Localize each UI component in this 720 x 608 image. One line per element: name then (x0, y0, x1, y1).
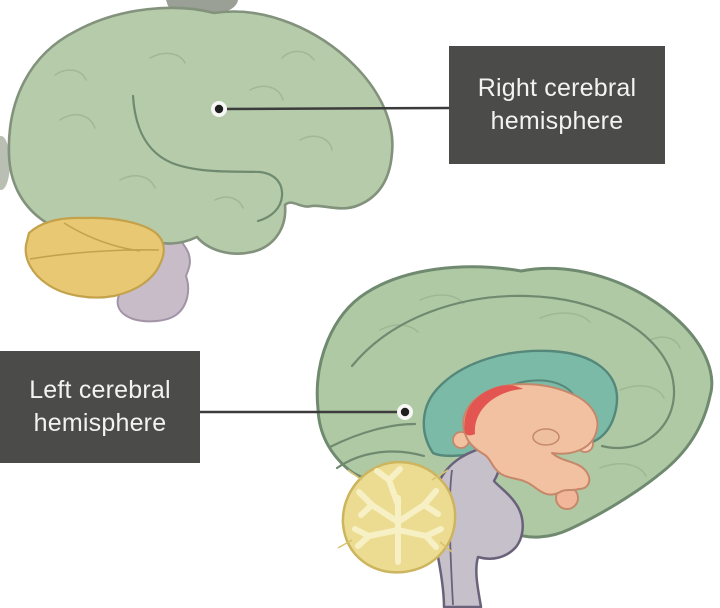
tentorium-line (335, 450, 426, 470)
thalamus-region-shape (462, 383, 599, 496)
gyri-texture-lines (54, 50, 333, 209)
edge-sliver-shape (0, 136, 10, 190)
label-text-line2: hemisphere (490, 107, 624, 135)
arbor-vitae-branches (352, 466, 444, 565)
cerebellum-fissure-lines (337, 469, 453, 553)
brain-sagittal-view (315, 265, 714, 608)
fornix-red-crescent-shape (464, 385, 523, 436)
leader-dot (214, 104, 224, 114)
annotation-lines (200, 101, 450, 420)
leader-line-right-hemisphere (218, 106, 450, 111)
frontal-sulcus-line (328, 422, 417, 449)
label-text-line1: Left cerebral (29, 375, 171, 404)
cerebrum-shape (7, 6, 394, 255)
sylvian-fissure-line (131, 94, 284, 223)
label-text-line2: hemisphere (33, 409, 167, 437)
label-right-cerebral-hemisphere: Right cerebral hemisphere (449, 46, 665, 164)
label-text-line1: Right cerebral (477, 73, 637, 102)
label-left-cerebral-hemisphere: Left cerebral hemisphere (0, 351, 200, 463)
cerebellum-shape (24, 216, 165, 299)
gyri-texture-lines (379, 294, 681, 477)
cingulate-sulcus-line (350, 294, 676, 450)
cerebellum-fold-lines (29, 222, 160, 260)
brain-lateral-view (0, 0, 394, 323)
leader-dot (400, 407, 410, 417)
interthalamic-adhesion-shape (532, 428, 560, 446)
